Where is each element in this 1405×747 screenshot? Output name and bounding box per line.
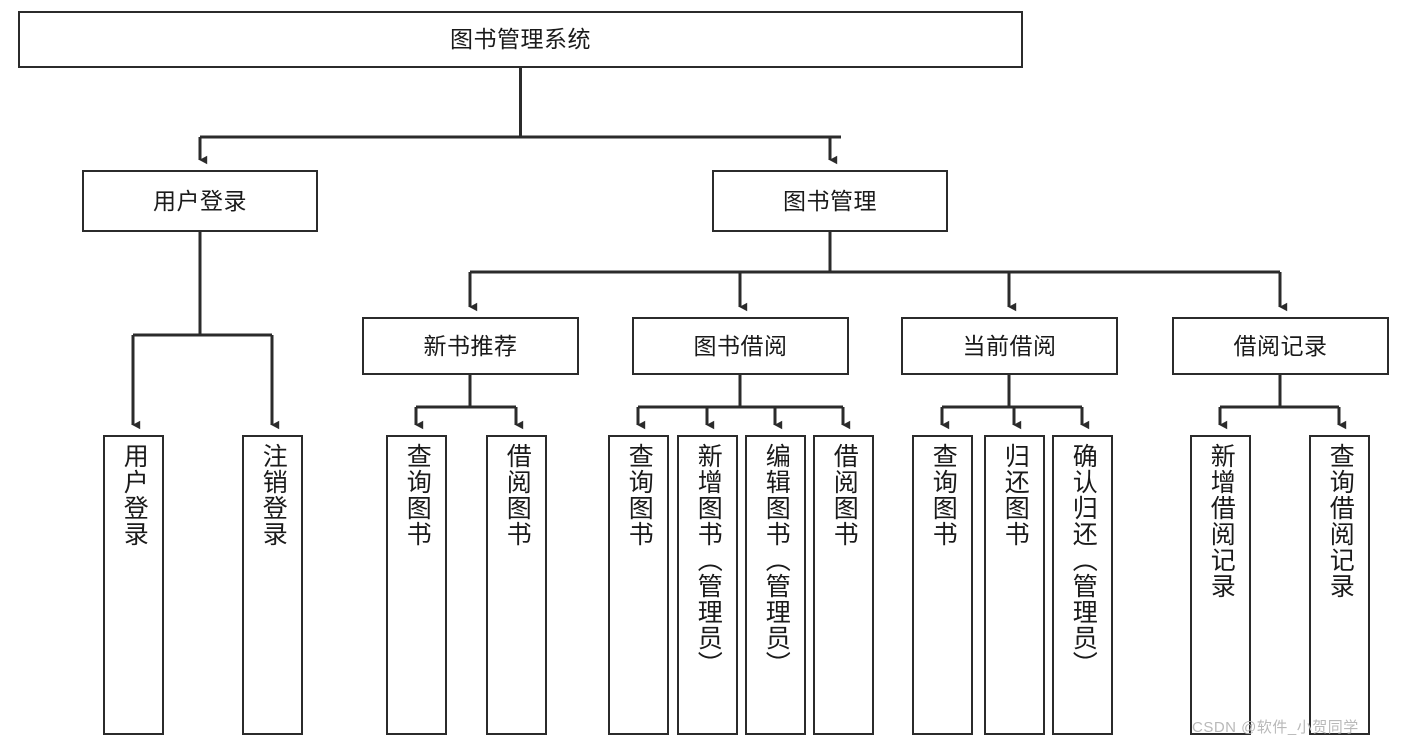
node-l6[interactable]: 新增图书（管理员）	[677, 435, 738, 735]
csdn-watermark: CSDN @软件_小贺同学	[1192, 719, 1359, 736]
node-l3[interactable]: 查询图书	[386, 435, 447, 735]
node-current[interactable]: 当前借阅	[901, 317, 1118, 375]
node-borrow[interactable]: 图书借阅	[632, 317, 849, 375]
node-label: 图书管理	[783, 187, 877, 214]
node-label: 确认归还（管理员）	[1069, 443, 1098, 677]
node-bookmgmt[interactable]: 图书管理	[712, 170, 948, 232]
node-l8[interactable]: 借阅图书	[813, 435, 874, 735]
node-label: 新书推荐	[423, 332, 518, 359]
node-login[interactable]: 用户登录	[82, 170, 318, 232]
node-label: 用户登录	[153, 187, 247, 214]
node-label: 借阅记录	[1233, 332, 1328, 359]
node-l9[interactable]: 查询图书	[912, 435, 973, 735]
node-label: 图书借阅	[693, 332, 788, 359]
node-records[interactable]: 借阅记录	[1172, 317, 1389, 375]
node-label: 查询图书	[625, 443, 654, 547]
node-l11[interactable]: 确认归还（管理员）	[1052, 435, 1113, 735]
node-label: 查询借阅记录	[1326, 443, 1355, 599]
node-label: 用户登录	[120, 443, 149, 547]
node-l5[interactable]: 查询图书	[608, 435, 669, 735]
node-l13[interactable]: 查询借阅记录	[1309, 435, 1370, 735]
node-label: 查询图书	[403, 443, 432, 547]
node-l1[interactable]: 用户登录	[103, 435, 164, 735]
node-label: 查询图书	[929, 443, 958, 547]
node-label: 借阅图书	[830, 443, 859, 547]
node-label: 编辑图书（管理员）	[762, 443, 791, 677]
node-l7[interactable]: 编辑图书（管理员）	[745, 435, 806, 735]
node-l2[interactable]: 注销登录	[242, 435, 303, 735]
node-root[interactable]: 图书管理系统	[18, 11, 1023, 68]
node-label: 当前借阅	[962, 332, 1057, 359]
node-newbook[interactable]: 新书推荐	[362, 317, 579, 375]
node-label: 归还图书	[1001, 443, 1030, 547]
node-l12[interactable]: 新增借阅记录	[1190, 435, 1251, 735]
node-l4[interactable]: 借阅图书	[486, 435, 547, 735]
node-label: 新增借阅记录	[1207, 443, 1236, 599]
node-l10[interactable]: 归还图书	[984, 435, 1045, 735]
node-label: 借阅图书	[503, 443, 532, 547]
node-label: 图书管理系统	[450, 26, 591, 53]
node-label: 注销登录	[259, 443, 288, 547]
node-label: 新增图书（管理员）	[694, 443, 723, 677]
